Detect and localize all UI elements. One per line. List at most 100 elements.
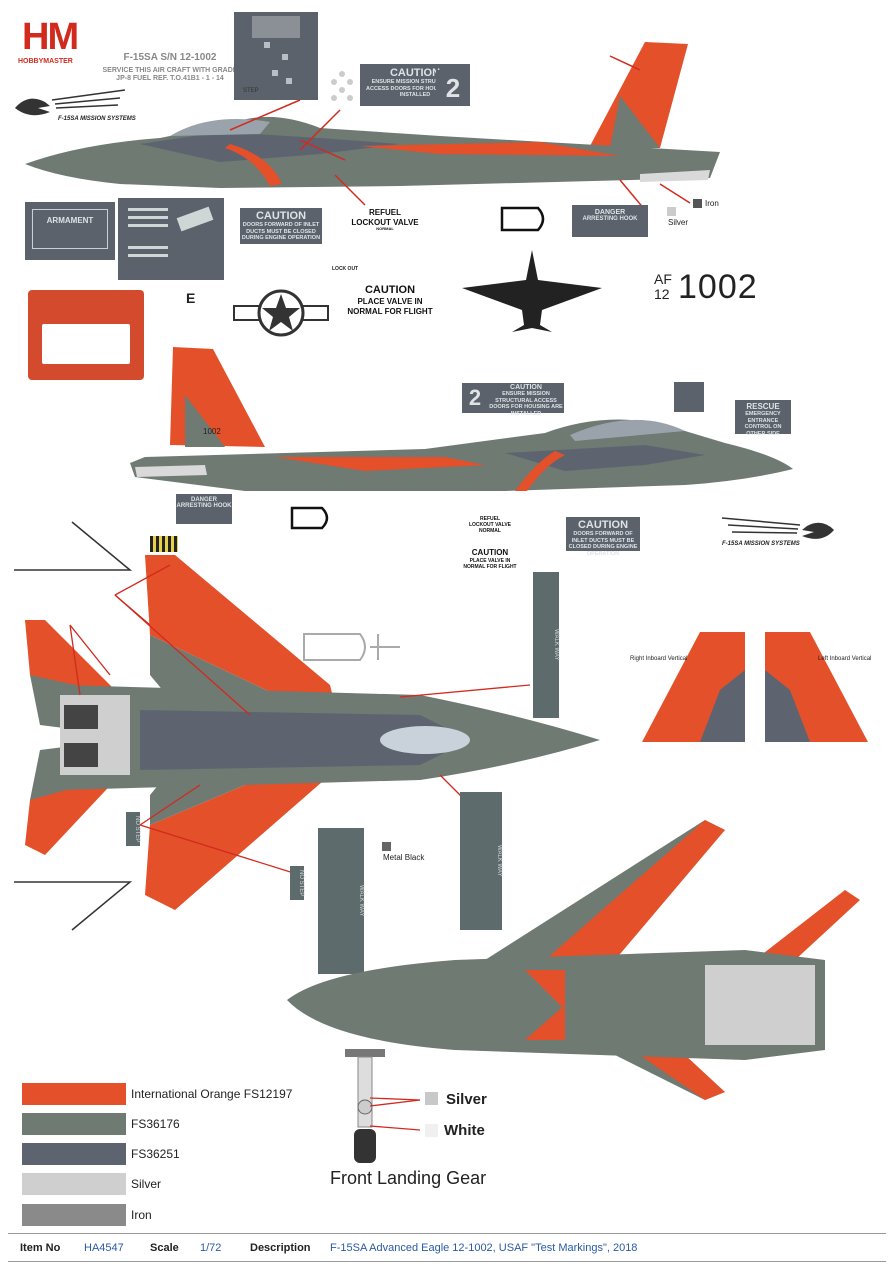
refuel-side2-l3: NORMAL bbox=[479, 528, 501, 534]
rescue-handle-placard bbox=[118, 198, 224, 280]
danger-hook-title: DANGER bbox=[594, 209, 626, 216]
usaf-roundel-icon bbox=[233, 289, 329, 337]
brand-subtitle: HOBBYMASTER bbox=[18, 58, 73, 65]
gear-silver-swatch bbox=[425, 1092, 438, 1105]
legend-label: FS36176 bbox=[131, 1117, 180, 1131]
mission-systems-logo bbox=[15, 89, 126, 116]
refuel-subtitle: LOCKOUT VALVE bbox=[351, 217, 419, 227]
left-inboard-vertical bbox=[765, 632, 868, 742]
hook-outline-grey bbox=[303, 633, 400, 661]
refuel-normal: NORMAL bbox=[376, 226, 394, 232]
small-glyph-icon: E bbox=[186, 290, 196, 306]
walkway-strip-2-label: WALK WAY bbox=[358, 885, 364, 917]
front-landing-gear-title: Front Landing Gear bbox=[330, 1168, 487, 1188]
refuel-side2-l1: REFUEL bbox=[480, 516, 500, 522]
danger-hook-side2: DANGER ARRESTING HOOK bbox=[176, 494, 232, 524]
refuel-side2-body: PLACE VALVE IN NORMAL FOR FLIGHT bbox=[463, 557, 517, 570]
walkway-strip-2: WALK WAY bbox=[318, 828, 364, 974]
rescue-placard-side2: RESCUE EMERGENCY ENTRANCE CONTROL ON OTH… bbox=[735, 400, 791, 437]
scale-label: Scale bbox=[150, 1241, 179, 1254]
stencil-fuel: JP-8 FUEL REF. T.O.41B1 - 1 - 14 bbox=[116, 74, 224, 82]
mission-systems-logo-2 bbox=[721, 517, 834, 539]
danger-hook-body: ARRESTING HOOK bbox=[582, 216, 638, 222]
mission-systems-text-2: F-15SA MISSION SYSTEMS bbox=[722, 541, 800, 547]
caution-side2-body: ENSURE MISSION STRUCTURAL ACCESS DOORS F… bbox=[489, 391, 563, 417]
scale-value: 1/72 bbox=[200, 1241, 222, 1254]
legend-swatch bbox=[22, 1173, 126, 1195]
walkway-strip-3-label: WALK WAY bbox=[496, 845, 502, 877]
iron-label: Iron bbox=[705, 199, 719, 208]
danger-hook-placard: DANGER ARRESTING HOOK bbox=[572, 205, 648, 237]
digit-2-placard: 2 bbox=[436, 70, 470, 106]
caution-inlet-side2: CAUTION DOORS FORWARD OF INLET DUCTS MUS… bbox=[566, 517, 640, 557]
no-step-1-label: NO STEP bbox=[134, 815, 140, 843]
no-step-2: NO STEP bbox=[290, 866, 304, 900]
silver-label: Silver bbox=[668, 218, 689, 227]
left-inboard-label: Left Inboard Vertical bbox=[818, 656, 872, 662]
brand-logo: HM bbox=[22, 16, 79, 58]
serial-number: 1002 bbox=[678, 268, 758, 306]
step-label: STEP bbox=[243, 88, 259, 94]
item-no-label: Item No bbox=[20, 1241, 61, 1254]
hook-outline-icon-2 bbox=[290, 506, 329, 530]
no-step-2-label: NO STEP bbox=[298, 869, 304, 897]
side-view-left-aircraft bbox=[25, 42, 720, 188]
tail-code-side2: 1002 bbox=[203, 427, 221, 436]
stencil-service: SERVICE THIS AIR CRAFT WITH GRADE bbox=[102, 66, 238, 74]
caution-valve-body1: PLACE VALVE IN bbox=[357, 297, 423, 307]
caution-side2-title: CAUTION bbox=[510, 384, 542, 391]
refuel-side2-caution: CAUTION bbox=[471, 548, 509, 557]
description-value: F-15SA Advanced Eagle 12-1002, USAF "Tes… bbox=[330, 1241, 638, 1254]
refuel-title: REFUEL bbox=[369, 208, 401, 217]
legend-swatch bbox=[22, 1143, 126, 1165]
corner-stencil-top bbox=[12, 520, 133, 572]
refuel-side2: REFUEL LOCKOUT VALVE NORMAL CAUTION PLAC… bbox=[462, 516, 518, 570]
danger-side2-title: DANGER bbox=[190, 497, 217, 503]
caution-access-body: ENSURE MISSION STRUCTURAL ACCESS DOORS F… bbox=[366, 79, 464, 99]
right-inboard-label: Right Inboard Vertical bbox=[630, 656, 688, 662]
legend-label: International Orange FS12197 bbox=[131, 1087, 293, 1101]
stripe-decal bbox=[150, 536, 178, 552]
metal-black-label: Metal Black bbox=[383, 853, 425, 862]
rescue-side2-title: RESCUE bbox=[746, 402, 780, 411]
caution-inlet2-body: DOORS FORWARD OF INLET DUCTS MUST BE CLO… bbox=[568, 531, 638, 557]
serial-prefix: AF 12 bbox=[654, 272, 672, 302]
rescue-side2-body: EMERGENCY ENTRANCE CONTROL ON OTHER SIDE bbox=[744, 411, 782, 437]
stencil-serial: F-15SA S/N 12-1002 bbox=[123, 52, 217, 63]
caution-valve-block: CAUTION PLACE VALVE IN NORMAL FOR FLIGHT bbox=[330, 284, 450, 316]
callout-arrows-top bbox=[69, 564, 531, 876]
corner-stencil-bottom bbox=[12, 880, 133, 932]
caution-access-title: CAUTION bbox=[389, 67, 441, 79]
caution-inlet-body: DOORS FORWARD OF INLET DUCTS MUST BE CLO… bbox=[241, 222, 321, 242]
danger-side2-body: ARRESTING HOOK bbox=[176, 503, 232, 509]
caution-placard-side2: CAUTION ENSURE MISSION STRUCTURAL ACCESS… bbox=[488, 383, 564, 417]
serial-af: AF bbox=[654, 271, 672, 287]
legend-label: Silver bbox=[131, 1177, 162, 1191]
walkway-strip-1-label: WALK WAY bbox=[553, 629, 559, 661]
refuel-placard: REFUEL LOCKOUT VALVE NORMAL bbox=[340, 208, 430, 232]
armament-label: ARMAMENT bbox=[32, 209, 108, 249]
top-silhouette-icon bbox=[462, 250, 602, 332]
metal-black-swatch bbox=[382, 842, 391, 851]
legend-label: FS36251 bbox=[131, 1147, 180, 1161]
serial-year: 12 bbox=[654, 286, 670, 302]
orange-frame-panel bbox=[28, 290, 144, 380]
refuel-side2-l2: LOCKOUT VALVE bbox=[468, 522, 512, 528]
walkway-strip-3: WALK WAY bbox=[460, 792, 502, 930]
lockout-label: LOCK OUT bbox=[332, 266, 359, 272]
caution-valve-body2: NORMAL FOR FLIGHT bbox=[347, 306, 433, 316]
iron-swatch bbox=[693, 199, 702, 208]
walkway-strip-1: WALK WAY bbox=[533, 572, 559, 718]
stencil-block: F-15SA S/N 12-1002 SERVICE THIS AIR CRAF… bbox=[85, 52, 255, 83]
step-placard bbox=[234, 12, 318, 100]
caution-valve-title: CAUTION bbox=[364, 284, 416, 296]
side-view-right-aircraft bbox=[130, 347, 793, 491]
top-view-aircraft bbox=[25, 555, 600, 910]
legend-swatch bbox=[22, 1113, 126, 1135]
callout-arrows-side1 bbox=[229, 55, 691, 211]
no-step-1: NO STEP bbox=[126, 812, 140, 846]
digit-2-side2: 2 bbox=[462, 383, 488, 413]
hook-outline-icon bbox=[500, 206, 545, 232]
caution-inlet-placard: CAUTION DOORS FORWARD OF INLET DUCTS MUS… bbox=[240, 208, 322, 244]
mission-systems-text: F-15SA MISSION SYSTEMS bbox=[58, 116, 136, 122]
